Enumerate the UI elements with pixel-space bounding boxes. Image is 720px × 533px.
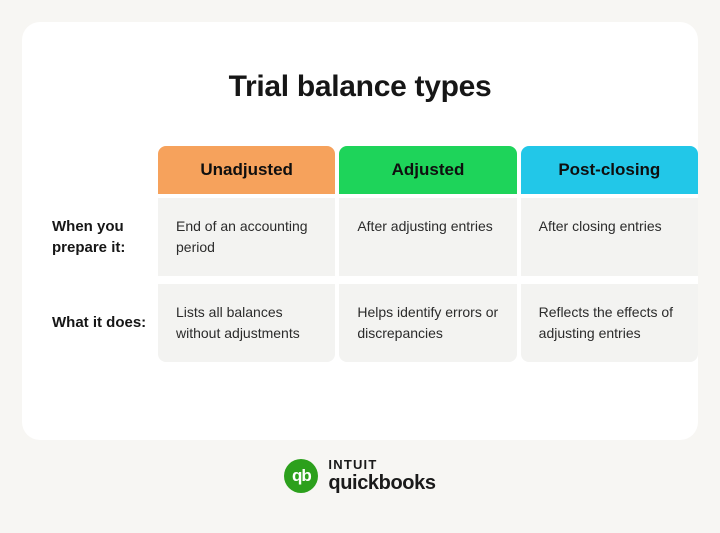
brand-wordmark: INTUIT quickbooks xyxy=(328,457,436,494)
cell-does-post-closing: Reflects the effects of adjusting entrie… xyxy=(520,284,698,362)
quickbooks-logo-letters: qb xyxy=(292,466,312,485)
table-row: What it does: Lists all balances without… xyxy=(22,284,698,362)
table-row: When you prepare it: End of an accountin… xyxy=(22,198,698,276)
row-label-when-you-prepare-it: When you prepare it: xyxy=(22,198,158,276)
cell-does-adjusted: Helps identify errors or discrepancies xyxy=(339,284,517,362)
column-header-unadjusted: Unadjusted xyxy=(158,146,336,194)
quickbooks-logo-icon: qb xyxy=(284,458,319,493)
brand-footer: qb INTUIT quickbooks xyxy=(0,458,720,493)
row-label-text: What it does: xyxy=(52,314,147,332)
trial-balance-table: Unadjusted Adjusted Post-closing When yo… xyxy=(22,146,698,362)
page-title: Trial balance types xyxy=(228,70,492,103)
table-header-row: Unadjusted Adjusted Post-closing xyxy=(22,146,698,194)
row-cells: Lists all balances without adjustments H… xyxy=(158,284,698,362)
cell-does-unadjusted: Lists all balances without adjustments xyxy=(158,284,336,362)
row-label-what-it-does: What it does: xyxy=(22,284,158,362)
brand-intuit: INTUIT xyxy=(328,457,378,472)
cell-when-post-closing: After closing entries xyxy=(520,198,698,276)
column-header-adjusted: Adjusted xyxy=(339,146,517,194)
brand-quickbooks: quickbooks xyxy=(328,472,436,494)
cell-when-unadjusted: End of an accounting period xyxy=(158,198,336,276)
content-card: Trial balance types Unadjusted Adjusted … xyxy=(22,22,698,440)
header-cells: Unadjusted Adjusted Post-closing xyxy=(158,146,698,194)
header-row-label-spacer xyxy=(22,146,158,194)
row-cells: End of an accounting period After adjust… xyxy=(158,198,698,276)
row-label-text: When you prepare it: xyxy=(52,217,126,256)
column-header-post-closing: Post-closing xyxy=(520,146,698,194)
cell-when-adjusted: After adjusting entries xyxy=(339,198,517,276)
